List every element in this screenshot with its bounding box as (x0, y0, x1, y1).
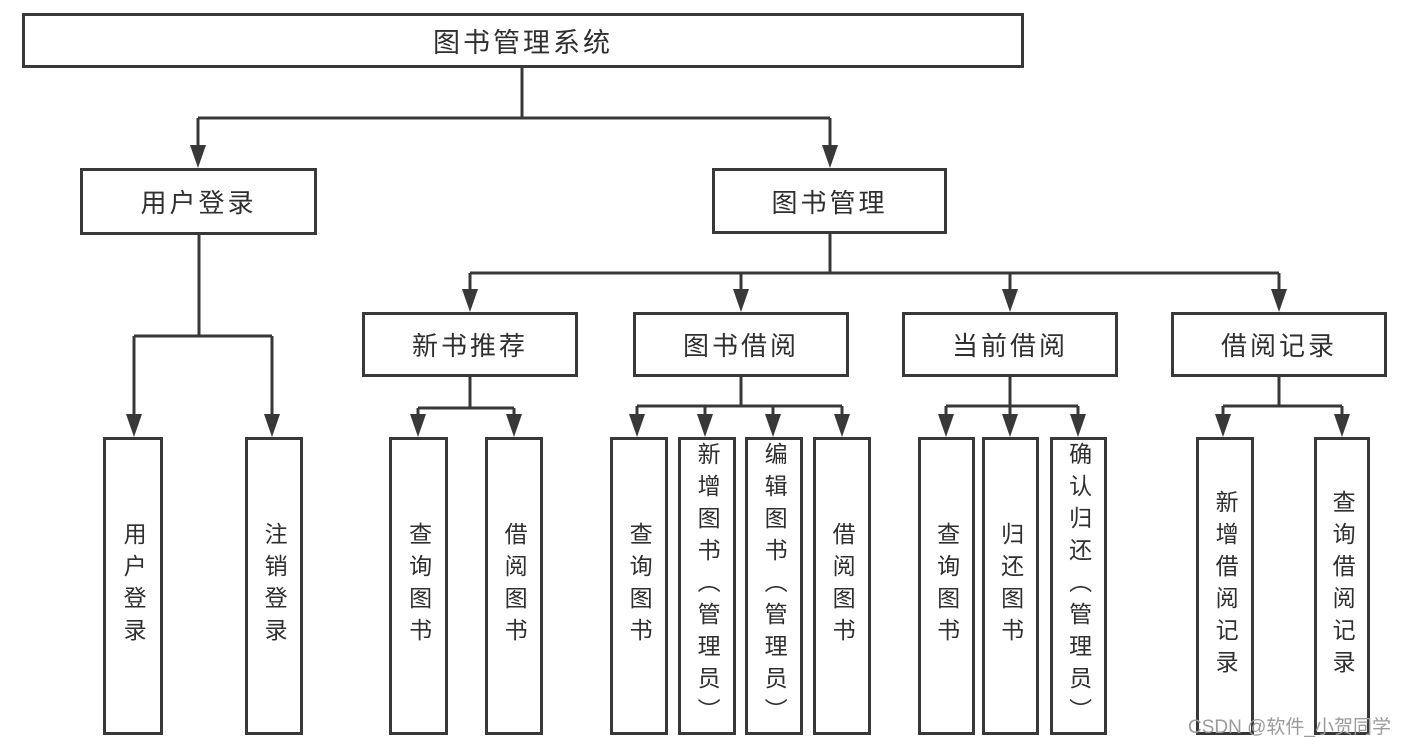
node-leaf-add-book-admin: 新增图书（管理员） (678, 437, 736, 735)
node-label: 借阅图书 (501, 522, 528, 650)
csdn-watermark: CSDN @软件_小贺同学 (1188, 717, 1391, 738)
node-leaf-query-borrow-record: 查询借阅记录 (1314, 437, 1370, 735)
node-label: 确认归还（管理员） (1065, 442, 1092, 730)
node-leaf-query-books-1: 查询图书 (389, 437, 448, 735)
node-leaf-logout: 注销登录 (245, 437, 303, 735)
node-label: 查询图书 (626, 522, 653, 650)
node-label: 图书借阅 (682, 331, 799, 361)
node-library-system: 图书管理系统 (22, 13, 1024, 68)
node-label: 编辑图书（管理员） (761, 442, 788, 730)
node-label: 图书管理系统 (433, 28, 613, 58)
node-user-login: 用户登录 (80, 168, 317, 235)
node-label: 用户登录 (120, 522, 147, 650)
node-current-borrowing: 当前借阅 (902, 312, 1118, 377)
node-leaf-borrow-books-1: 借阅图书 (485, 437, 543, 735)
node-label: 归还图书 (997, 522, 1024, 650)
node-leaf-edit-book-admin: 编辑图书（管理员） (745, 437, 803, 735)
node-label: 新增图书（管理员） (694, 442, 721, 730)
node-leaf-confirm-return-admin: 确认归还（管理员） (1050, 437, 1107, 735)
node-label: 用户登录 (140, 188, 257, 218)
node-label: 新增借阅记录 (1212, 490, 1239, 682)
node-label: 借阅记录 (1220, 331, 1337, 361)
node-leaf-user-login: 用户登录 (103, 437, 163, 735)
node-label: 查询图书 (405, 522, 432, 650)
node-label: 查询图书 (933, 522, 960, 650)
node-new-book-recommend: 新书推荐 (362, 312, 578, 377)
node-leaf-query-books-2: 查询图书 (610, 437, 668, 735)
node-label: 当前借阅 (951, 331, 1068, 361)
node-label: 新书推荐 (411, 331, 528, 361)
node-leaf-borrow-books-2: 借阅图书 (813, 437, 871, 735)
node-label: 查询借阅记录 (1329, 490, 1356, 682)
node-leaf-add-borrow-record: 新增借阅记录 (1196, 437, 1254, 735)
node-label: 注销登录 (261, 522, 288, 650)
node-book-borrowing: 图书借阅 (633, 312, 849, 377)
node-leaf-return-book: 归还图书 (982, 437, 1039, 735)
node-label: 借阅图书 (829, 522, 856, 650)
node-borrowing-records: 借阅记录 (1171, 312, 1387, 377)
node-label: 图书管理 (771, 187, 888, 218)
node-leaf-query-books-3: 查询图书 (918, 437, 975, 735)
node-book-management: 图书管理 (712, 168, 947, 234)
